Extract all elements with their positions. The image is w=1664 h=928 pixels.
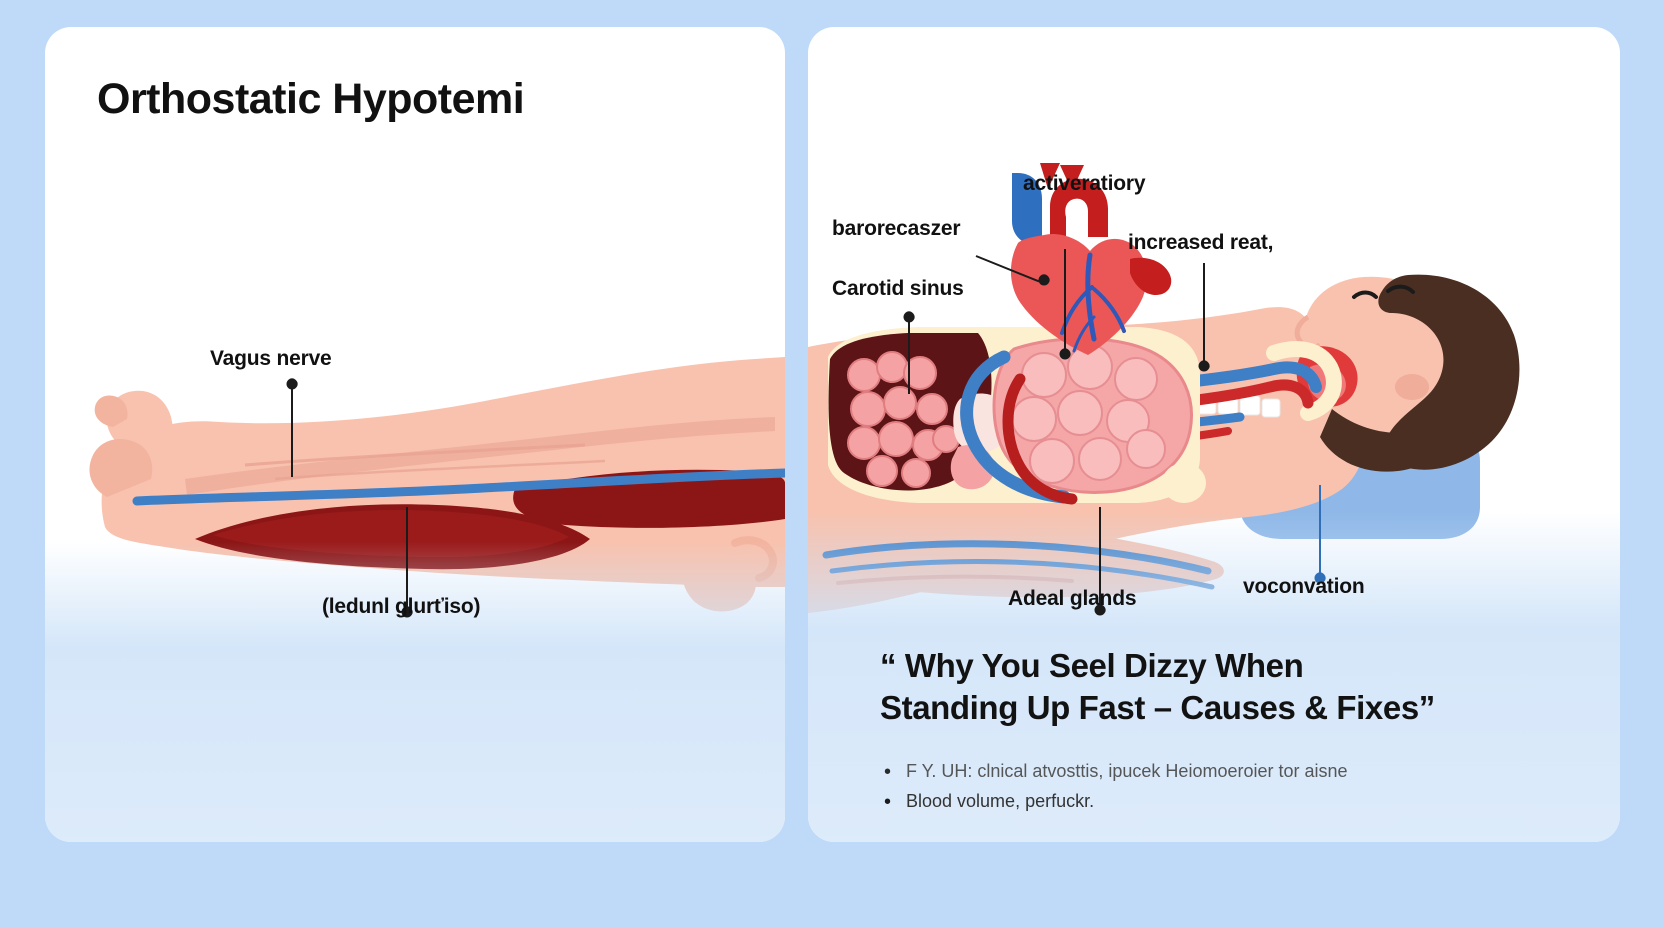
quote-line-2: Standing Up Fast – Causes & Fixes xyxy=(880,689,1419,727)
label-vasoconstriction: voconvation xyxy=(1243,575,1365,598)
label-adrenal-garbled: (ledunl glurťiso) xyxy=(322,595,481,618)
bullet-list: F Y. UH: clnical atvosttis, ipucek Heiom… xyxy=(880,757,1580,816)
left-panel: Orthostatic Hypotemi Vagus nerve (ledunl… xyxy=(45,27,785,842)
label-vagus-nerve: Vagus nerve xyxy=(210,347,332,370)
right-panel: barorecaszer Carotid sinus activeratiory… xyxy=(808,27,1620,842)
leader-line-sympathetic-activation xyxy=(1064,249,1066,359)
leader-line-carotid-sinus xyxy=(908,312,910,394)
quote-headline: “ Why You Seel Dizzy When Standing Up Fa… xyxy=(880,645,1570,729)
label-baroreceptor: barorecaszer xyxy=(832,217,961,240)
page-title: Orthostatic Hypotemi xyxy=(97,75,525,123)
list-item: F Y. UH: clnical atvosttis, ipucek Heiom… xyxy=(880,757,1580,787)
quote-close-mark: ” xyxy=(1418,689,1436,727)
quote-line-1: Why You Seel Dizzy When xyxy=(904,647,1304,684)
leader-line-increased-heart-rate xyxy=(1203,263,1205,371)
label-adrenal-glands: Adeal glands xyxy=(1008,587,1137,610)
label-carotid-sinus: Carotid sinus xyxy=(832,277,964,300)
leader-line-vasoconstriction xyxy=(1319,485,1321,573)
list-item: Blood volume, perfuckr. xyxy=(880,787,1580,817)
label-sympathetic-activation: activeratiory xyxy=(1023,172,1146,195)
quote-open-mark: “ xyxy=(880,647,897,684)
leader-line-adrenal-garbled xyxy=(406,507,408,607)
leader-line-vagus-nerve xyxy=(291,379,293,477)
leader-line-adrenal-glands xyxy=(1099,507,1101,605)
lying-body-illustration-left xyxy=(89,357,785,612)
label-increased-heart-rate: increased reat, xyxy=(1128,231,1274,254)
